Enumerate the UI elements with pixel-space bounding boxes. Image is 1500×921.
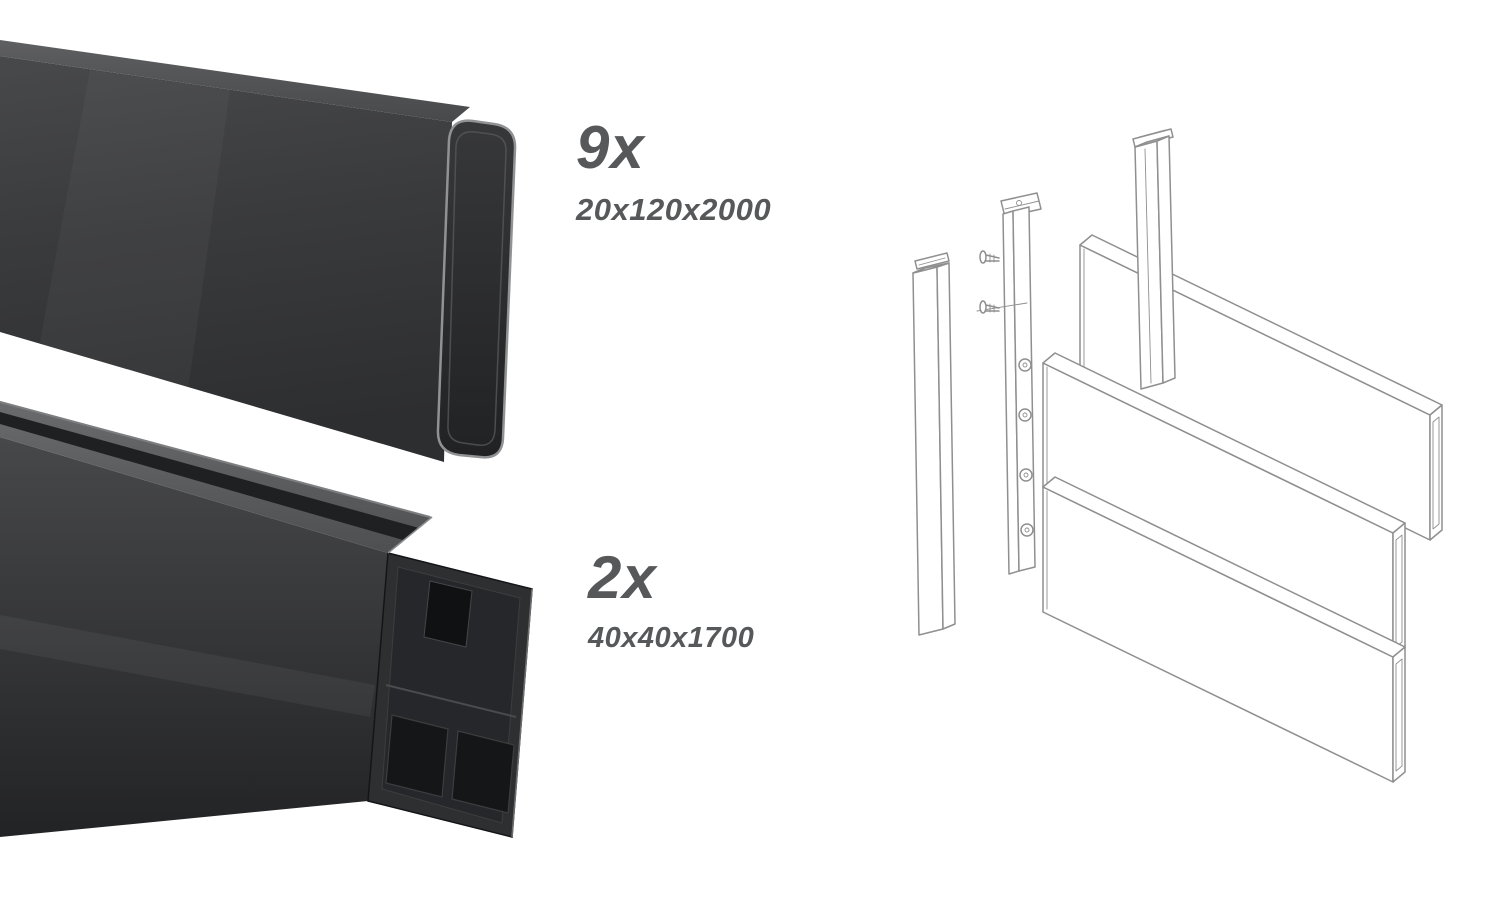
slat-body	[0, 40, 517, 462]
slat-profile-illustration	[0, 40, 517, 462]
post-top-edge-highlight	[0, 401, 431, 518]
slat-end-cap	[436, 119, 517, 459]
post-profile-illustration	[0, 401, 533, 838]
post-corner-edge	[387, 516, 433, 554]
assembly-post	[1000, 192, 1042, 575]
post-quantity: 2x	[588, 544, 657, 611]
post-section-top-channel	[423, 580, 473, 648]
screw-icon	[979, 300, 1000, 314]
assembly-slat-3	[1042, 476, 1406, 783]
screw-icon	[979, 250, 1000, 264]
post-section-chamber-right	[451, 730, 515, 814]
post-top-channel-slot	[0, 412, 419, 540]
post-section-right-edge	[511, 588, 533, 838]
post-body	[0, 401, 533, 838]
post-section-chamber-left	[385, 714, 449, 798]
slat-label-block: 9x 20x120x2000	[576, 114, 772, 227]
post-dimensions: 40x40x1700	[588, 622, 755, 654]
post-reflection	[0, 615, 375, 717]
slat-quantity: 9x	[576, 114, 645, 181]
assembly-screws	[976, 250, 1028, 314]
slat-front-face	[0, 56, 452, 462]
assembly-cover-strip	[912, 252, 956, 636]
slat-dimensions: 20x120x2000	[576, 192, 772, 227]
post-section-web	[385, 684, 517, 718]
post-section-face	[367, 516, 533, 838]
post-label-block: 2x 40x40x1700	[588, 548, 754, 653]
slat-top-face	[0, 40, 470, 122]
assembly-diagram-illustration	[912, 128, 1443, 783]
assembly-vertical-strip	[1132, 128, 1176, 390]
slat-end-cap-inner-edge	[447, 131, 507, 446]
post-front-face	[0, 437, 388, 837]
